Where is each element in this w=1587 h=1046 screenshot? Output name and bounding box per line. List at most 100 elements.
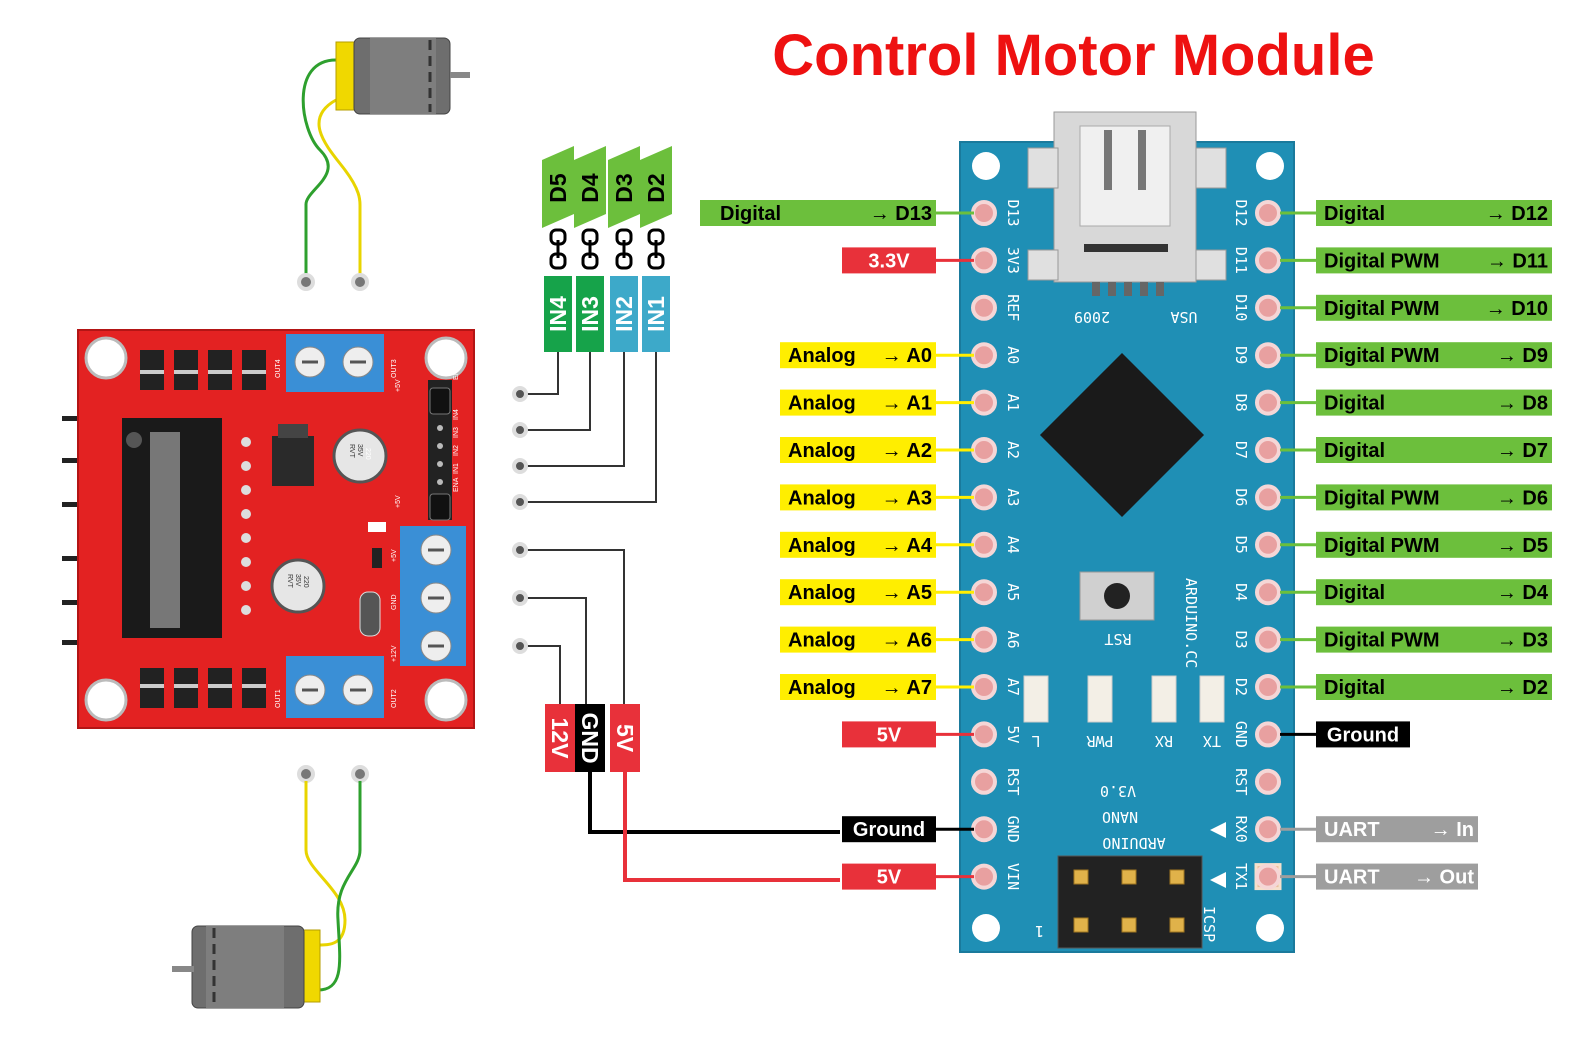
silk-power-0: +5V bbox=[391, 549, 398, 562]
silk-cap2-line1: 220 bbox=[302, 576, 309, 588]
pin-label-right-3: Digital PWM→ D9 bbox=[1280, 342, 1552, 369]
link-icon bbox=[581, 228, 599, 270]
silk-header-3: IN3 bbox=[453, 427, 460, 438]
pin-silk-left: A0 bbox=[1004, 346, 1022, 364]
pin-pad bbox=[971, 721, 997, 748]
pin-pad bbox=[1255, 721, 1281, 748]
pin-silk-left: A7 bbox=[1004, 678, 1022, 696]
pin-label-right-7: Digital PWM→ D5 bbox=[1280, 531, 1552, 558]
terminal-out1-out2 bbox=[286, 656, 384, 718]
pin-label-target: → A5 bbox=[882, 582, 932, 604]
pin-label-target: → D11 bbox=[1487, 250, 1548, 272]
pin-label-left-3: Analog→ A0 bbox=[780, 342, 974, 369]
pin-silk-right: D3 bbox=[1232, 631, 1250, 649]
pin-label-right-8: Digital→ D4 bbox=[1280, 579, 1552, 606]
pin-label-right-0: Digital → D12 bbox=[1280, 200, 1552, 226]
pin-silk-right: D12 bbox=[1232, 199, 1250, 226]
pin-label-target: → D12 bbox=[1486, 203, 1548, 225]
pin-label-text: 3.3V bbox=[868, 250, 910, 272]
pin-label-text: Digital PWM bbox=[1324, 487, 1440, 509]
link-icon bbox=[549, 228, 567, 270]
silk-out4: OUT4 bbox=[275, 359, 282, 378]
pin-silk-right: D8 bbox=[1232, 394, 1250, 412]
pin-label-text: UART bbox=[1324, 819, 1380, 841]
pin-label-target: → A6 bbox=[882, 630, 932, 652]
pin-label-target: → D4 bbox=[1497, 582, 1549, 604]
in-tag-in1: IN1 bbox=[642, 276, 670, 352]
silk-cap2-line2: 35V bbox=[294, 574, 301, 587]
pin-label-target: → D8 bbox=[1497, 393, 1548, 415]
pin-pad bbox=[1255, 389, 1281, 416]
pin-label-text: Digital bbox=[1324, 203, 1385, 225]
pin-silk-left: A3 bbox=[1004, 488, 1022, 506]
d-tag-label: D4 bbox=[577, 173, 603, 203]
pin-silk-left: A2 bbox=[1004, 441, 1022, 459]
silk-reset: RST bbox=[1104, 630, 1131, 648]
pin-label-right-9: Digital PWM→ D3 bbox=[1280, 626, 1552, 653]
motor-bottom bbox=[172, 765, 369, 1009]
d-tag-d3: D3 bbox=[608, 146, 640, 228]
pin-label-target: → A1 bbox=[882, 393, 932, 415]
pin-silk-left: A4 bbox=[1004, 536, 1022, 554]
silk-header-7: +5V bbox=[395, 495, 402, 508]
in-tag-label: IN3 bbox=[577, 296, 603, 332]
pin-label-target: → Out bbox=[1414, 867, 1474, 889]
pin-silk-right: D11 bbox=[1232, 247, 1250, 274]
pin-label-left-10: Analog→ A7 bbox=[780, 674, 974, 700]
pin-label-left-14: 5V bbox=[842, 863, 974, 890]
power-tag-12v: 12V bbox=[545, 704, 575, 772]
pin-silk-left: GND bbox=[1004, 816, 1022, 843]
pin-pad bbox=[971, 247, 997, 274]
l298n-driver-board: OUT4 OUT3 OUT1 OUT2 220 35V RVT 220 35V … bbox=[62, 329, 475, 729]
pin-label-text: Analog bbox=[788, 393, 856, 415]
silk-out2: OUT2 bbox=[391, 689, 398, 708]
pin-label-target: → D2 bbox=[1497, 677, 1548, 699]
pin-label-target: → A0 bbox=[882, 345, 932, 367]
silk-usb-year: 2009 bbox=[1074, 308, 1110, 326]
pin-silk-right: D4 bbox=[1232, 583, 1250, 601]
pin-label-right-14: UART→ Out bbox=[1280, 863, 1478, 890]
silk-usb-country: USA bbox=[1170, 308, 1197, 326]
pin-label-text: Digital PWM bbox=[1324, 345, 1440, 367]
pin-silk-left: 3V3 bbox=[1004, 247, 1022, 274]
board-pins: D133V3REFA0A1A2A3A4A5A6A75VRSTGNDVIND12D… bbox=[971, 199, 1282, 890]
silk-cap1-line1: 220 bbox=[364, 448, 371, 460]
silk-header-4: IN2 bbox=[453, 445, 460, 456]
pin-pad bbox=[971, 200, 997, 226]
pin-label-left-4: Analog → A1 bbox=[780, 389, 974, 416]
link-icon bbox=[647, 228, 665, 270]
usb-connector bbox=[1027, 111, 1227, 296]
pin-pad bbox=[971, 484, 997, 511]
pin-label-left-8: Analog→ A5 bbox=[780, 579, 974, 606]
pin-silk-left: A1 bbox=[1004, 394, 1022, 412]
pin-label-text: Digital bbox=[1324, 393, 1385, 415]
pin-pad bbox=[971, 437, 997, 463]
silk-cap2-line3: RVT bbox=[286, 574, 293, 589]
silk-header-5: IN1 bbox=[453, 463, 460, 474]
driver-wire-endpoints bbox=[512, 386, 528, 654]
pin-pad bbox=[1255, 816, 1281, 843]
pin-label-text: 5V bbox=[877, 867, 902, 889]
silk-model-line3: V3.0 bbox=[1100, 782, 1136, 800]
in-tag-label: IN2 bbox=[611, 296, 637, 332]
d-tag-d5: D5 bbox=[542, 146, 574, 228]
pin-label-text: Analog bbox=[788, 535, 856, 557]
pin-silk-left: D13 bbox=[1004, 199, 1022, 226]
pin-label-text: 5V bbox=[877, 724, 902, 746]
pin-label-target: → D3 bbox=[1497, 630, 1548, 652]
pin-pad bbox=[1255, 863, 1281, 890]
pin-pad bbox=[1255, 674, 1281, 700]
in-tag-in4: IN4 bbox=[544, 276, 572, 352]
pin-label-text: Analog bbox=[788, 440, 856, 462]
silk-model-line2: NANO bbox=[1102, 808, 1138, 826]
silk-header-0: +5V bbox=[395, 379, 402, 392]
pin-label-text: Digital PWM bbox=[1324, 250, 1440, 272]
d-tag-label: D5 bbox=[545, 173, 571, 203]
pin-pad bbox=[971, 626, 997, 653]
pin-label-target: → In bbox=[1431, 819, 1474, 841]
silk-pin1: 1 bbox=[1035, 922, 1044, 940]
